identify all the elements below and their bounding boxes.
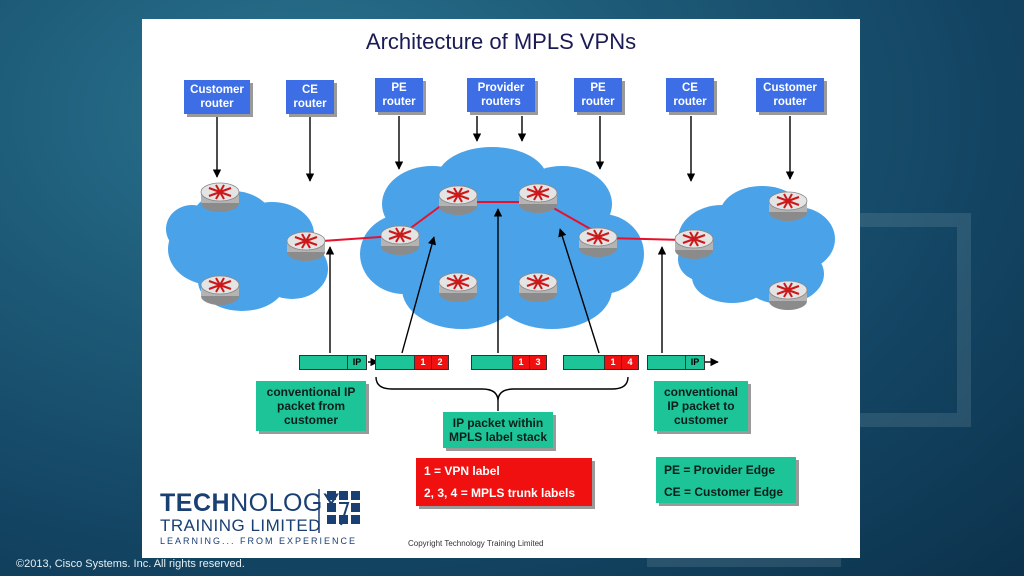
grouping-brace: [375, 376, 629, 402]
packet-body: [300, 356, 347, 369]
packet-body: [376, 356, 414, 369]
abbreviation-legend: PE = Provider Edge CE = Customer Edge: [656, 457, 796, 503]
packet-ip-left: IP: [299, 355, 367, 370]
label-key: 1 = VPN label 2, 3, 4 = MPLS trunk label…: [416, 458, 592, 506]
legend-pe: PE = Provider Edge: [664, 463, 776, 477]
router-icon: [767, 190, 809, 223]
pe-router-icon-left: [379, 224, 421, 257]
note-packet-within-label-stack: IP packet within MPLS label stack: [443, 412, 553, 448]
label-pe-router-left: PE router: [375, 78, 423, 112]
ip-header: IP: [685, 356, 704, 369]
network-diagram: [166, 116, 835, 411]
legend-ce: CE = Customer Edge: [664, 485, 784, 499]
provider-router-icon: [437, 271, 479, 304]
trunk-label: 4: [621, 356, 638, 369]
label-key-vpn: 1 = VPN label: [424, 464, 500, 478]
vpn-label: 1: [604, 356, 621, 369]
label-provider-routers: Provider routers: [467, 78, 535, 112]
trunk-label: 2: [431, 356, 448, 369]
pe-router-icon-right: [577, 226, 619, 259]
customer-cloud-right: [678, 186, 835, 304]
packet-body: [564, 356, 604, 369]
router-icon: [199, 181, 241, 214]
ce-router-icon-right: [673, 228, 715, 261]
slide-footer: ©2013, Cisco Systems. Inc. All rights re…: [16, 558, 245, 570]
logo-wordmark: TECHNOLOGY: [160, 489, 341, 517]
packet-labeled-3: 1 4: [563, 355, 639, 370]
label-customer-router-right: Customer router: [756, 78, 824, 112]
diagram-copyright: Copyright Technology Training Limited: [408, 539, 544, 548]
router-icon: [767, 279, 809, 312]
logo-tagline: LEARNING... FROM EXPERIENCE: [160, 536, 358, 546]
label-customer-router-left: Customer router: [184, 80, 250, 114]
vpn-label: 1: [512, 356, 529, 369]
label-ce-router-left: CE router: [286, 80, 334, 114]
packet-labeled-1: 1 2: [375, 355, 449, 370]
provider-router-icon: [437, 184, 479, 217]
label-ce-router-right: CE router: [666, 78, 714, 112]
logo-mark-icon: [318, 489, 360, 533]
router-icon: [199, 274, 241, 307]
logo-subtitle: TRAINING LIMITED: [160, 516, 322, 535]
packet-body: [648, 356, 685, 369]
provider-router-icon: [517, 182, 559, 215]
diagram-title: Architecture of MPLS VPNs: [365, 29, 637, 54]
label-pe-router-right: PE router: [574, 78, 622, 112]
note-packet-from-customer: conventional IP packet from customer: [256, 381, 366, 431]
ip-header: IP: [347, 356, 366, 369]
provider-router-icon: [517, 271, 559, 304]
note-packet-to-customer: conventional IP packet to customer: [654, 381, 748, 431]
ce-router-icon-left: [285, 230, 327, 263]
packet-body: [472, 356, 512, 369]
slide: Architecture of MPLS VPNs: [142, 19, 860, 558]
trunk-label: 3: [529, 356, 546, 369]
vpn-label: 1: [414, 356, 431, 369]
packet-labeled-2: 1 3: [471, 355, 547, 370]
packet-ip-right: IP: [647, 355, 705, 370]
label-key-trunk: 2, 3, 4 = MPLS trunk labels: [424, 486, 576, 500]
